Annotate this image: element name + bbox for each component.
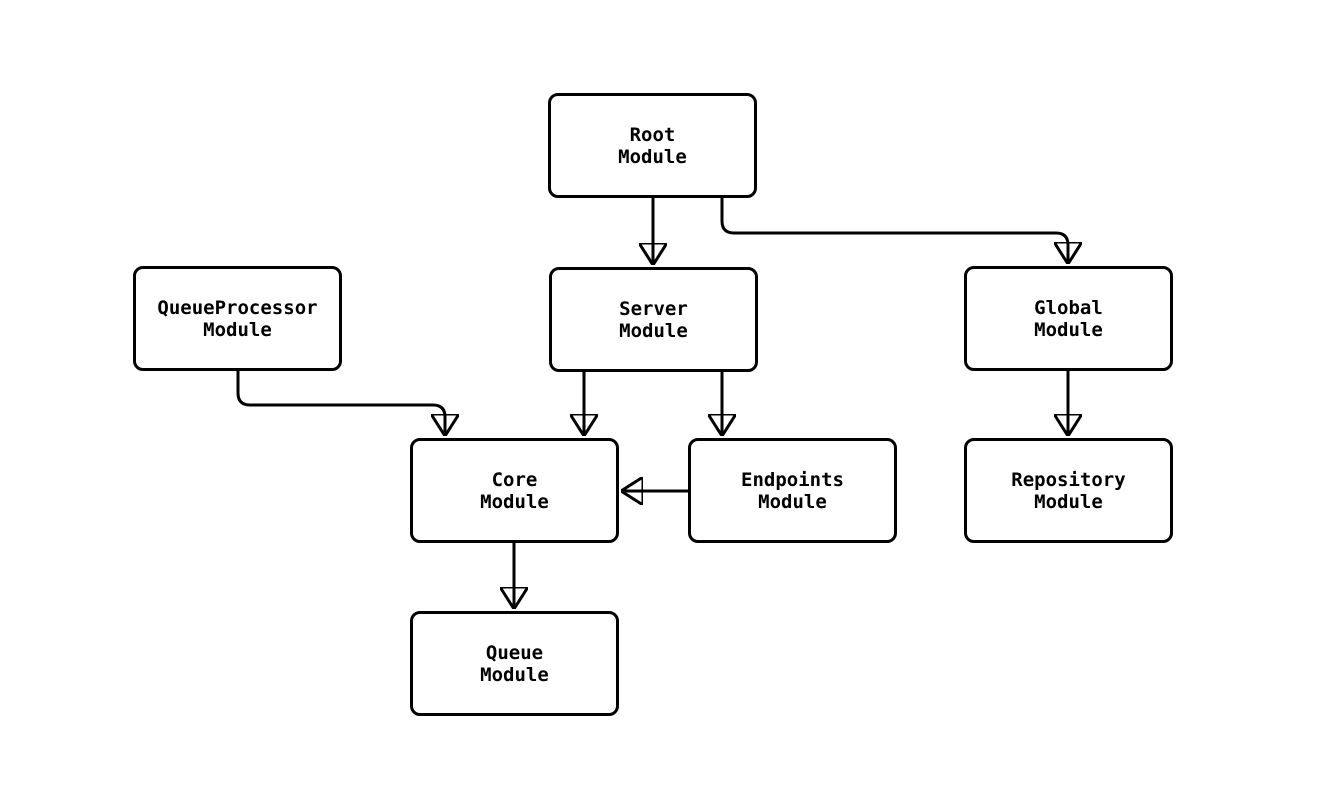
node-server-module-label: Server Module: [619, 297, 688, 342]
node-root-module: Root Module: [548, 93, 757, 198]
edge-queueprocessor-to-core: [236, 371, 445, 435]
node-core-module: Core Module: [410, 438, 619, 543]
node-repository-module-label: Repository Module: [1011, 468, 1126, 513]
node-queue-module-label: Queue Module: [480, 641, 549, 686]
node-repository-module: Repository Module: [964, 438, 1173, 543]
edge-root-to-global: [720, 198, 1068, 263]
node-global-module: Global Module: [964, 266, 1173, 371]
node-endpoints-module-label: Endpoints Module: [741, 468, 844, 513]
node-queueprocessor-module: QueueProcessor Module: [133, 266, 342, 371]
node-queue-module: Queue Module: [410, 611, 619, 716]
node-global-module-label: Global Module: [1034, 296, 1103, 341]
node-root-module-label: Root Module: [618, 123, 687, 168]
node-core-module-label: Core Module: [480, 468, 549, 513]
node-queueprocessor-module-label: QueueProcessor Module: [157, 296, 318, 341]
node-endpoints-module: Endpoints Module: [688, 438, 897, 543]
node-server-module: Server Module: [549, 267, 758, 372]
